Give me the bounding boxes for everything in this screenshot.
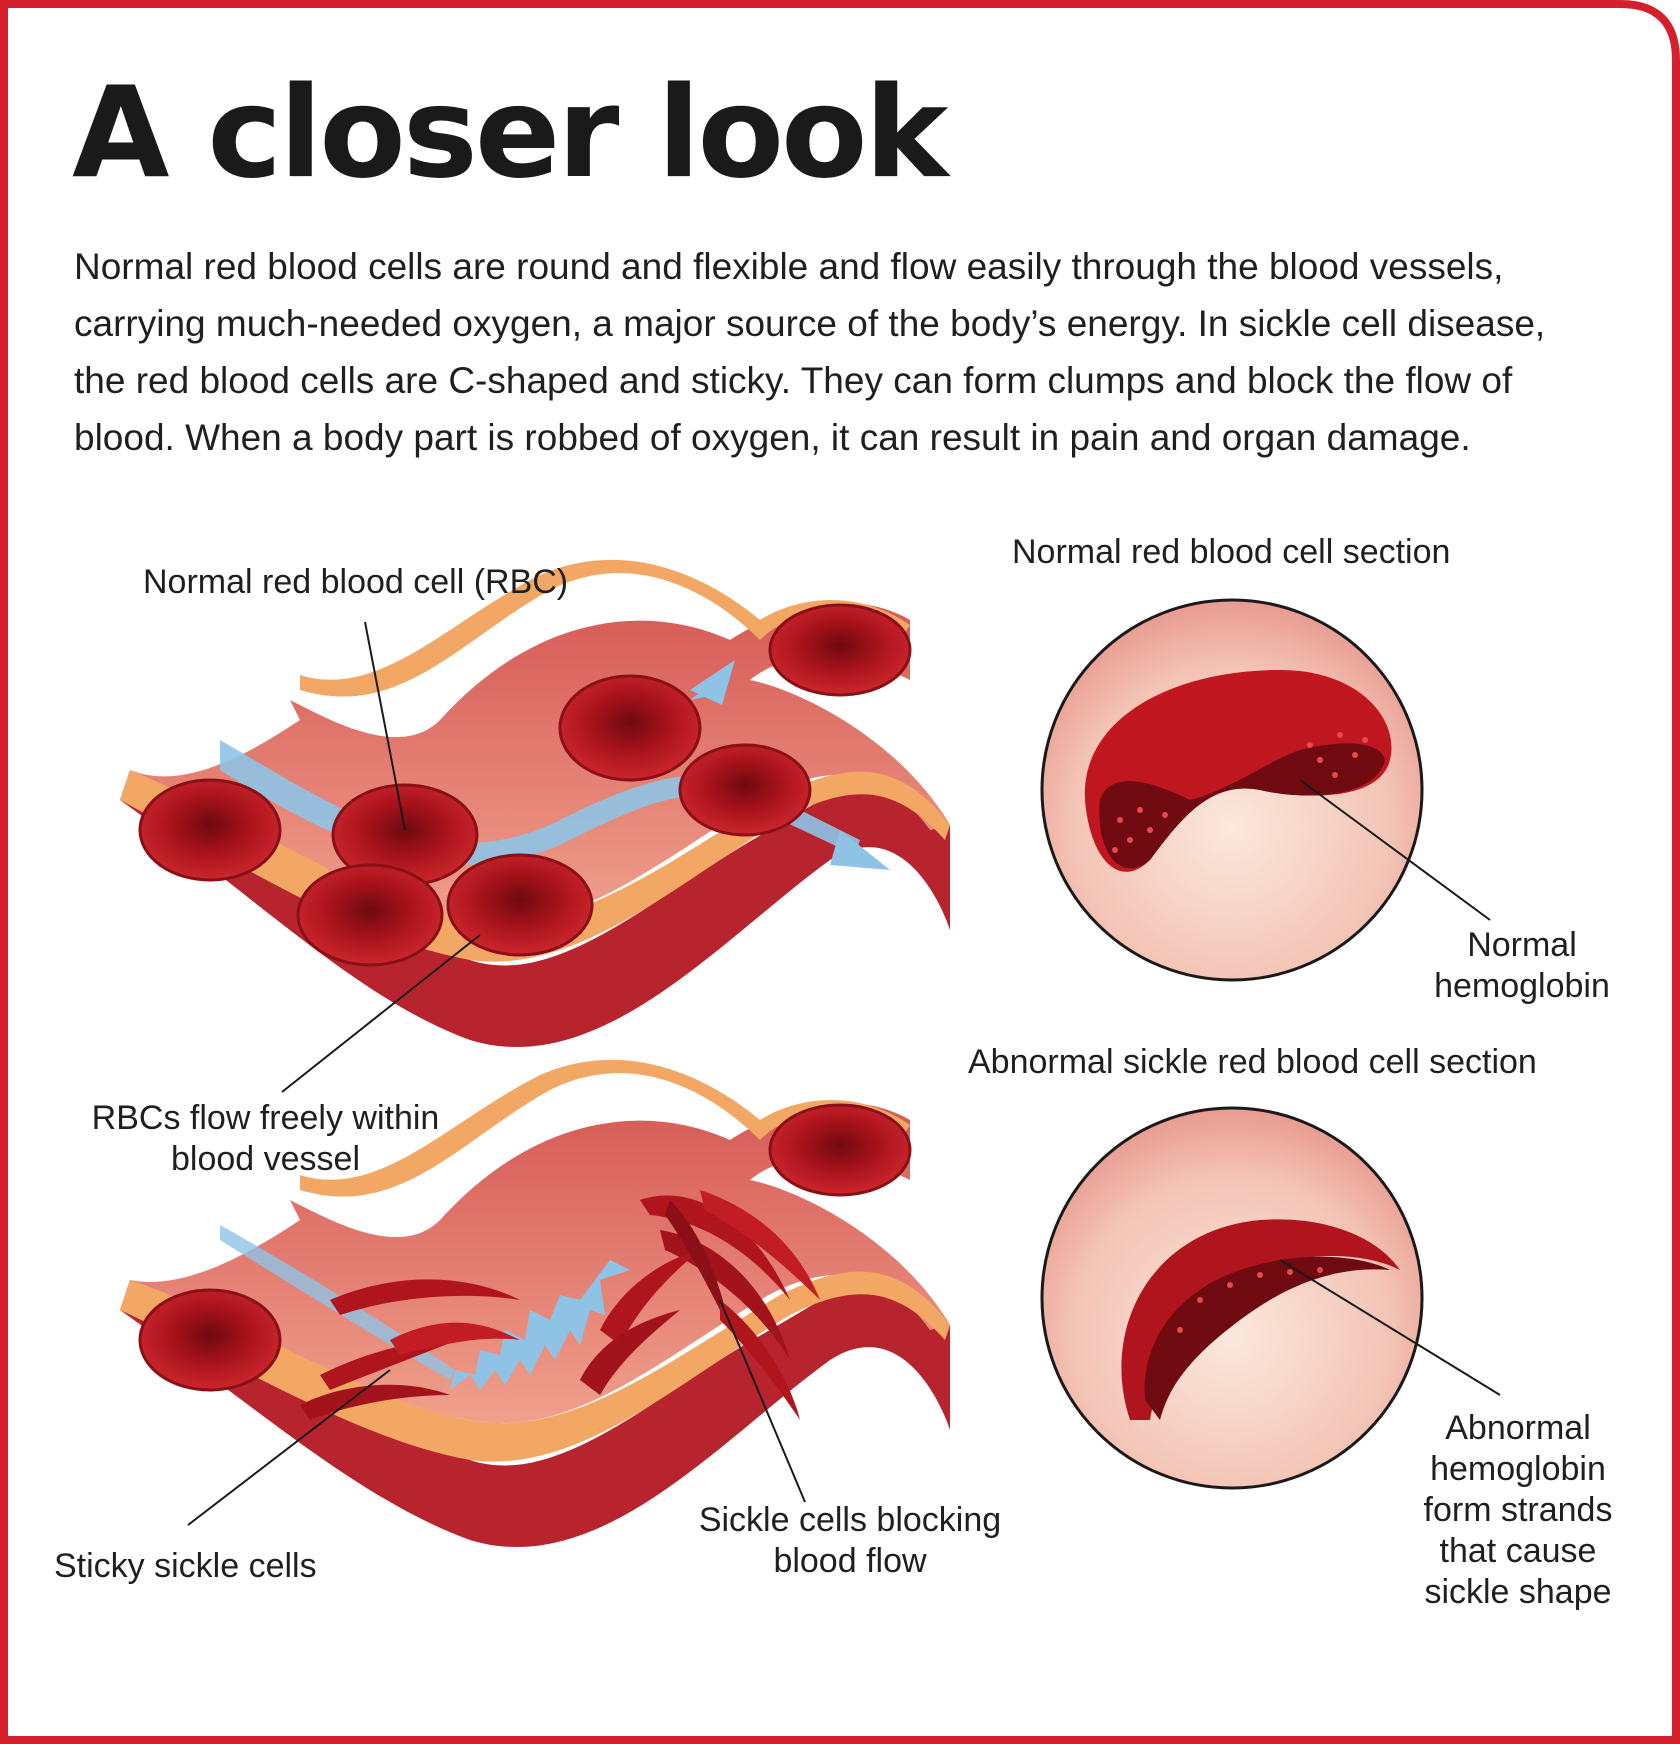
label-sickle-blocking: Sickle cells blocking blood flow: [698, 1501, 1002, 1580]
label-abnormal-section: Abnormal sickle red blood cell section: [968, 1043, 1537, 1081]
sickle-cell: [320, 1335, 470, 1390]
page-title: A closer look: [72, 59, 948, 206]
sickle-cell-group: [138, 1103, 912, 1420]
intro-paragraph: Normal red blood cells are round and fle…: [74, 246, 1546, 458]
rbc-cell: [768, 603, 912, 697]
leader-normal-hemoglobin: [1299, 779, 1491, 921]
label-normal-hemoglobin: Normal hemoglobin: [1434, 926, 1610, 1005]
vessel-outer-wall: [120, 1278, 950, 1548]
label-rbc-flow: RBCs flow freely within blood vessel: [91, 1099, 440, 1178]
sickle-cell-cutaway: [1121, 1219, 1400, 1420]
rbc-cell: [138, 1288, 282, 1392]
sickle-cell-section: [1040, 1106, 1424, 1490]
rbc-cell: [558, 674, 702, 782]
sickle-cell: [700, 1190, 820, 1300]
rbc-cell: [678, 743, 812, 837]
leader-normal-rbc: [364, 621, 406, 831]
normal-cell-section: [1040, 598, 1424, 982]
leader-abnormal-hemoglobin: [1279, 1259, 1501, 1396]
sickle-cell: [300, 1384, 450, 1420]
leader-lines: [187, 621, 1501, 1526]
label-normal-rbc: Normal red blood cell (RBC): [143, 563, 569, 601]
vessel-lumen: [130, 1102, 950, 1424]
sickle-cell: [640, 1195, 790, 1300]
normal-rbc-group: [138, 603, 912, 967]
sickle-cell: [600, 1250, 700, 1345]
sickle-cell: [580, 1310, 680, 1395]
label-normal-section: Normal red blood cell section: [1012, 533, 1451, 571]
blocked-flow-arrow: [450, 1260, 630, 1390]
vessel-outer-wall: [120, 770, 950, 1048]
sickle-cell: [720, 1300, 800, 1420]
label-abnormal-hemoglobin: Abnormal hemoglobin form strands that ca…: [1423, 1409, 1613, 1611]
leader-rbc-flow: [281, 934, 481, 1093]
rbc-cell: [138, 778, 282, 882]
leader-blocking: [719, 1299, 806, 1503]
rbc-cell: [296, 863, 444, 967]
sickle-cell: [330, 1279, 520, 1315]
label-sticky-sickle: Sticky sickle cells: [54, 1547, 317, 1585]
leader-sticky-sickle: [187, 1369, 391, 1526]
sickle-cell: [660, 1230, 790, 1360]
sickle-cell: [665, 1200, 730, 1330]
sickle-cell: [390, 1322, 520, 1355]
vessel-rim: [120, 1271, 950, 1462]
rbc-cell: [446, 853, 594, 957]
rbc-cell: [768, 1103, 912, 1197]
flow-arrow-tip: [830, 830, 890, 870]
